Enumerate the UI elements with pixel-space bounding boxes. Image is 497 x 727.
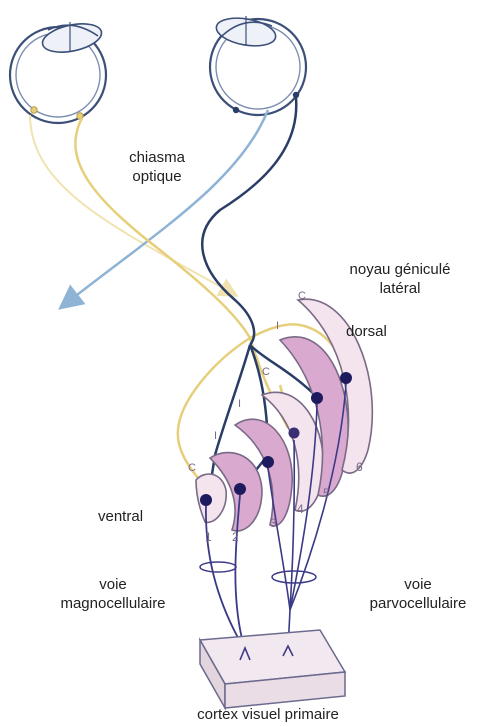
parvocellular-label-line2: parvocellulaire (348, 594, 488, 613)
layer-number-3: 3 (270, 516, 277, 530)
magnocellular-label: voie magnocellulaire (38, 575, 188, 613)
layer-number-6: 6 (356, 460, 363, 474)
cortex-label: cortex visuel primaire (168, 705, 368, 724)
right-crossing-pathway (68, 110, 268, 302)
layer-number-5: 5 (323, 486, 330, 500)
layer-number-2: 2 (232, 530, 239, 544)
lgn-label-line2: latéral (330, 279, 470, 298)
layer-number-1: 1 (205, 530, 212, 544)
lgn-label-line1: noyau géniculé (330, 260, 470, 279)
dorsal-label: dorsal (346, 322, 387, 341)
layer-mark-3: I (238, 398, 241, 410)
magnocellular-label-line2: magnocellulaire (38, 594, 188, 613)
neuron-layer-4 (289, 428, 300, 439)
neuron-layer-6 (340, 372, 352, 384)
layer-number-4: 4 (297, 502, 304, 516)
lgn-label: noyau géniculé latéral (330, 260, 470, 298)
magno-bundle-ring (200, 562, 236, 572)
neuron-layer-3 (262, 456, 274, 468)
layer-mark-4: C (262, 366, 270, 378)
layer-mark-6: C (298, 290, 306, 302)
layer-mark-5: I (276, 320, 279, 332)
layer-mark-1: C (188, 462, 196, 474)
ventral-label: ventral (98, 507, 143, 526)
magnocellular-label-line1: voie (38, 575, 188, 594)
right-eye (210, 14, 306, 115)
chiasma-label-line1: chiasma (102, 148, 212, 167)
left-eye (10, 19, 106, 123)
chiasma-label-line2: optique (102, 167, 212, 186)
parvo-bundle-ring (272, 571, 316, 583)
layer-mark-2: I (214, 430, 217, 442)
neuron-layer-5 (311, 392, 323, 404)
neuron-layer-1 (200, 494, 212, 506)
neuron-layer-2 (234, 483, 246, 495)
cortex-slab (200, 630, 345, 708)
chiasma-label: chiasma optique (102, 148, 212, 186)
parvocellular-label: voie parvocellulaire (348, 575, 488, 613)
parvocellular-label-line1: voie (348, 575, 488, 594)
left-crossing-pathway (30, 115, 230, 292)
